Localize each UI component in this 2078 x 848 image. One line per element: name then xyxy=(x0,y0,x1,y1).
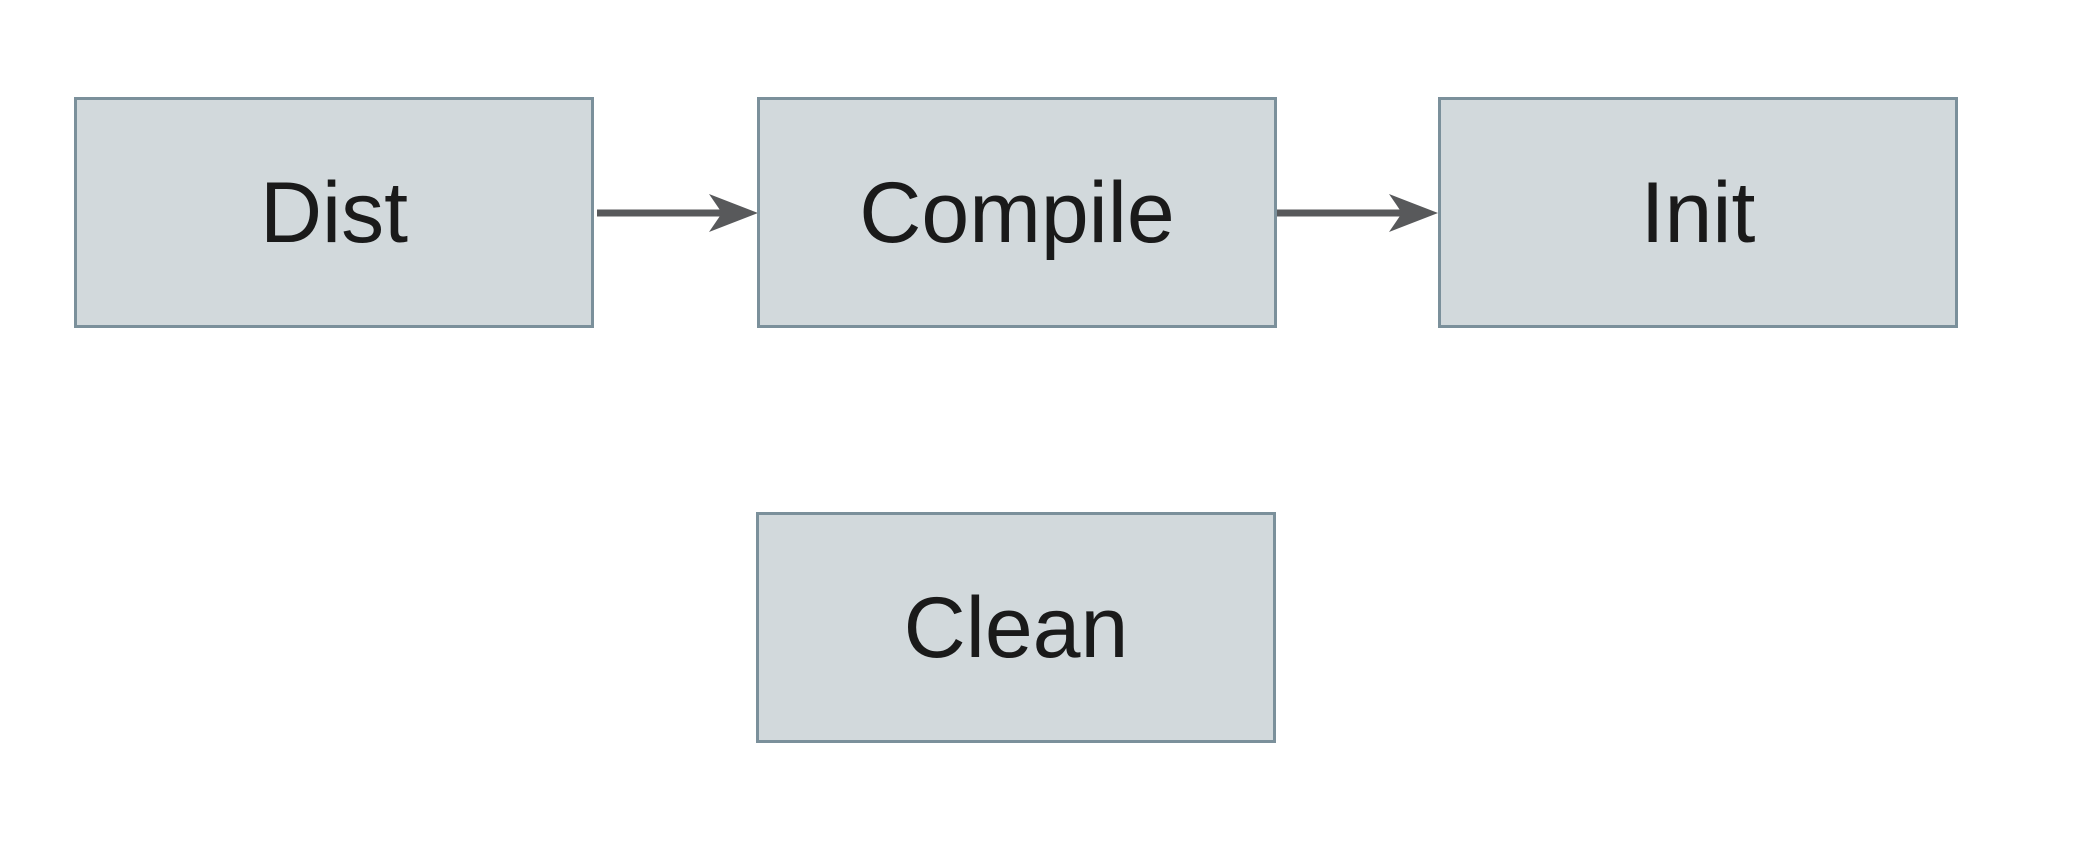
node-compile-label: Compile xyxy=(859,164,1175,261)
node-compile[interactable]: Compile xyxy=(757,97,1277,328)
node-clean[interactable]: Clean xyxy=(756,512,1276,743)
arrow-compile-to-init[interactable] xyxy=(1277,191,1438,235)
node-dist-label: Dist xyxy=(259,164,409,261)
node-dist[interactable]: Dist xyxy=(74,97,594,328)
node-init-label: Init xyxy=(1640,164,1756,261)
arrow-dist-to-compile[interactable] xyxy=(597,191,758,235)
node-init[interactable]: Init xyxy=(1438,97,1958,328)
arrowhead-icon xyxy=(1389,194,1438,232)
arrowhead-icon xyxy=(709,194,758,232)
node-clean-label: Clean xyxy=(903,579,1129,676)
